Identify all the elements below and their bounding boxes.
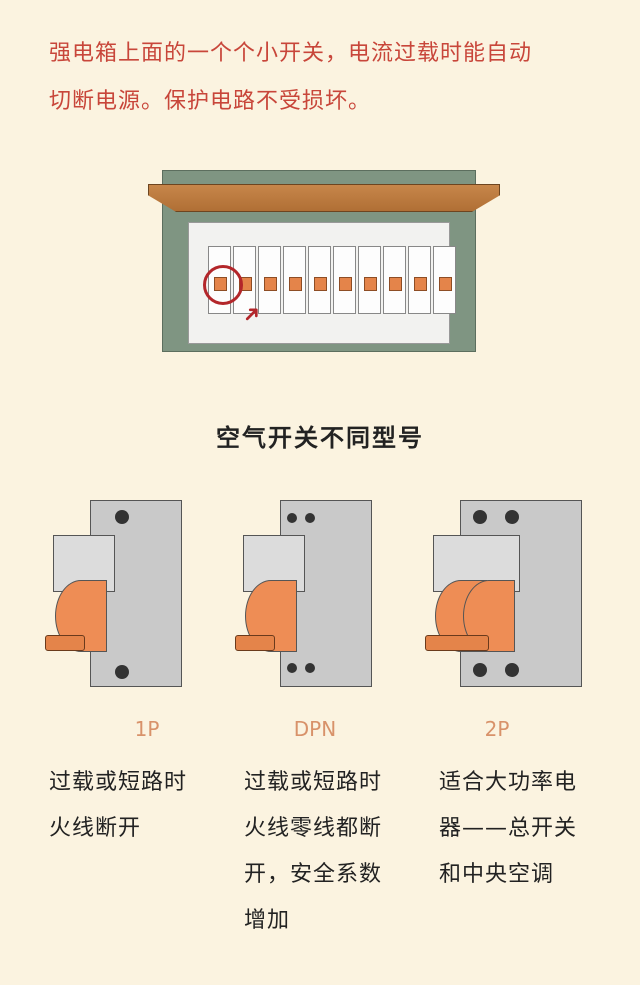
desc-line: 火线断开 <box>49 816 142 841</box>
lever-icon <box>425 635 489 651</box>
toggle-icon <box>414 277 427 291</box>
type-label-1p: 1P <box>134 717 160 741</box>
highlight-circle-icon <box>203 265 243 305</box>
breaker-switch <box>408 246 431 314</box>
breaker-switch <box>358 246 381 314</box>
terminal-hole-icon <box>305 513 315 523</box>
breaker-dpn-illustration <box>235 485 385 690</box>
toggle-icon <box>339 277 352 291</box>
desc-line: 开，安全系数 <box>244 862 383 887</box>
desc-line: 过载或短路时 <box>244 770 383 795</box>
terminal-hole-icon <box>287 663 297 673</box>
terminal-hole-icon <box>473 510 487 524</box>
type-label-2p: 2P <box>484 717 510 741</box>
intro-line-2: 切断电源。保护电路不受损坏。 <box>49 89 372 114</box>
breaker-1p-illustration <box>45 485 195 690</box>
desc-line: 器——总开关 <box>439 816 578 841</box>
desc-line: 火线零线都断 <box>244 816 383 841</box>
desc-line: 增加 <box>244 908 291 933</box>
breaker-2p-illustration <box>425 485 582 690</box>
lever-icon <box>235 635 275 651</box>
desc-line: 过载或短路时 <box>49 770 188 795</box>
breaker-switch <box>433 246 456 314</box>
breaker-types-illustration <box>0 485 640 695</box>
toggle-icon <box>314 277 327 291</box>
terminal-hole-icon <box>305 663 315 673</box>
desc-line: 适合大功率电 <box>439 770 578 795</box>
intro-text: 强电箱上面的一个个小开关，电流过载时能自动 切断电源。保护电路不受损坏。 <box>49 30 609 126</box>
breaker-switch <box>258 246 281 314</box>
toggle-icon <box>364 277 377 291</box>
toggle-icon <box>389 277 402 291</box>
terminal-hole-icon <box>473 663 487 677</box>
type-desc-dpn: 过载或短路时 火线零线都断 开，安全系数 增加 <box>244 760 382 944</box>
desc-line: 和中央空调 <box>439 862 555 887</box>
terminal-hole-icon <box>505 510 519 524</box>
type-desc-2p: 适合大功率电 器——总开关 和中央空调 <box>439 760 577 898</box>
breaker-switch <box>333 246 356 314</box>
breaker-switch <box>283 246 306 314</box>
terminal-hole-icon <box>115 510 129 524</box>
toggle-icon <box>264 277 277 291</box>
intro-line-1: 强电箱上面的一个个小开关，电流过载时能自动 <box>49 41 533 66</box>
terminal-hole-icon <box>505 663 519 677</box>
breaker-row <box>208 246 456 314</box>
terminal-hole-icon <box>115 665 129 679</box>
toggle-icon <box>439 277 452 291</box>
toggle-icon <box>289 277 302 291</box>
type-label-dpn: DPN <box>293 717 337 741</box>
terminal-hole-icon <box>287 513 297 523</box>
section-title: 空气开关不同型号 <box>216 424 424 452</box>
breaker-box-lid <box>148 184 500 212</box>
lever-icon <box>45 635 85 651</box>
breaker-switch <box>383 246 406 314</box>
type-desc-1p: 过载或短路时 火线断开 <box>49 760 187 852</box>
breaker-switch <box>308 246 331 314</box>
